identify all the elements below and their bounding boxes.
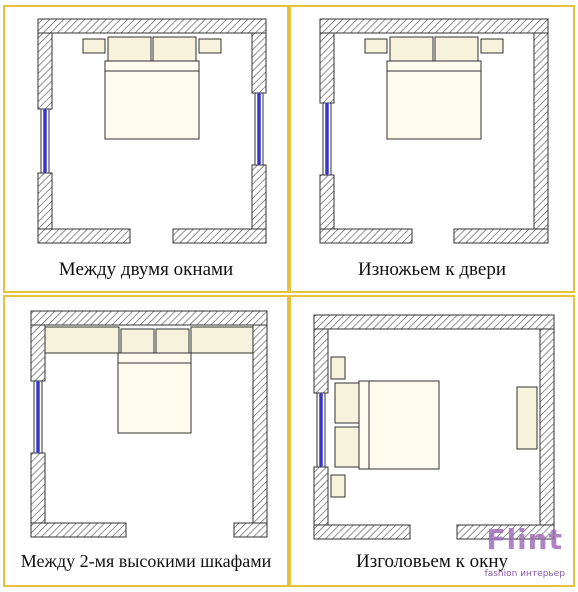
bed [104, 36, 200, 140]
bed [334, 380, 440, 470]
room-plan [313, 314, 555, 540]
nightstand-bottom [330, 474, 346, 498]
nightstand-left [82, 38, 106, 54]
window-left [322, 102, 332, 176]
caption: Между двумя окнами [58, 259, 234, 280]
caption: Изножьем к двери [357, 259, 507, 280]
wardrobe-left [44, 326, 120, 354]
bed [386, 36, 482, 140]
logo-subtitle: fashion интерьер [484, 569, 565, 579]
panel-foot-to-door: Изножьем к двери [289, 5, 575, 293]
nightstand-right [480, 38, 504, 54]
walls [319, 18, 549, 244]
cabinet-right [516, 386, 538, 450]
flint-logo: Flint fashion интерьер [479, 521, 567, 581]
nightstand-right [198, 38, 222, 54]
wardrobe-right [190, 326, 254, 354]
window-left [40, 108, 50, 174]
panel-between-two-windows: Между двумя окнами [3, 5, 289, 293]
window-left [33, 380, 43, 454]
caption: Между 2-мя высокими шкафами [20, 551, 272, 571]
window-right [254, 92, 264, 166]
room-plan [30, 310, 268, 538]
walls [37, 18, 267, 244]
room-plan [37, 18, 267, 244]
caption: Изголовьем к окну [356, 551, 508, 572]
bed [117, 328, 192, 434]
logo-word: Flint [486, 523, 563, 556]
nightstand-left [364, 38, 388, 54]
walls [313, 314, 555, 540]
panel-between-two-tall-wardrobes: Между 2-мя высокими шкафами [3, 295, 289, 587]
window-left [316, 392, 326, 468]
panel-headboard-to-window: Изголовьем к окну Flint fashion интерьер [289, 295, 575, 587]
nightstand-top [330, 356, 346, 380]
walls [30, 310, 268, 538]
room-plan [319, 18, 549, 244]
